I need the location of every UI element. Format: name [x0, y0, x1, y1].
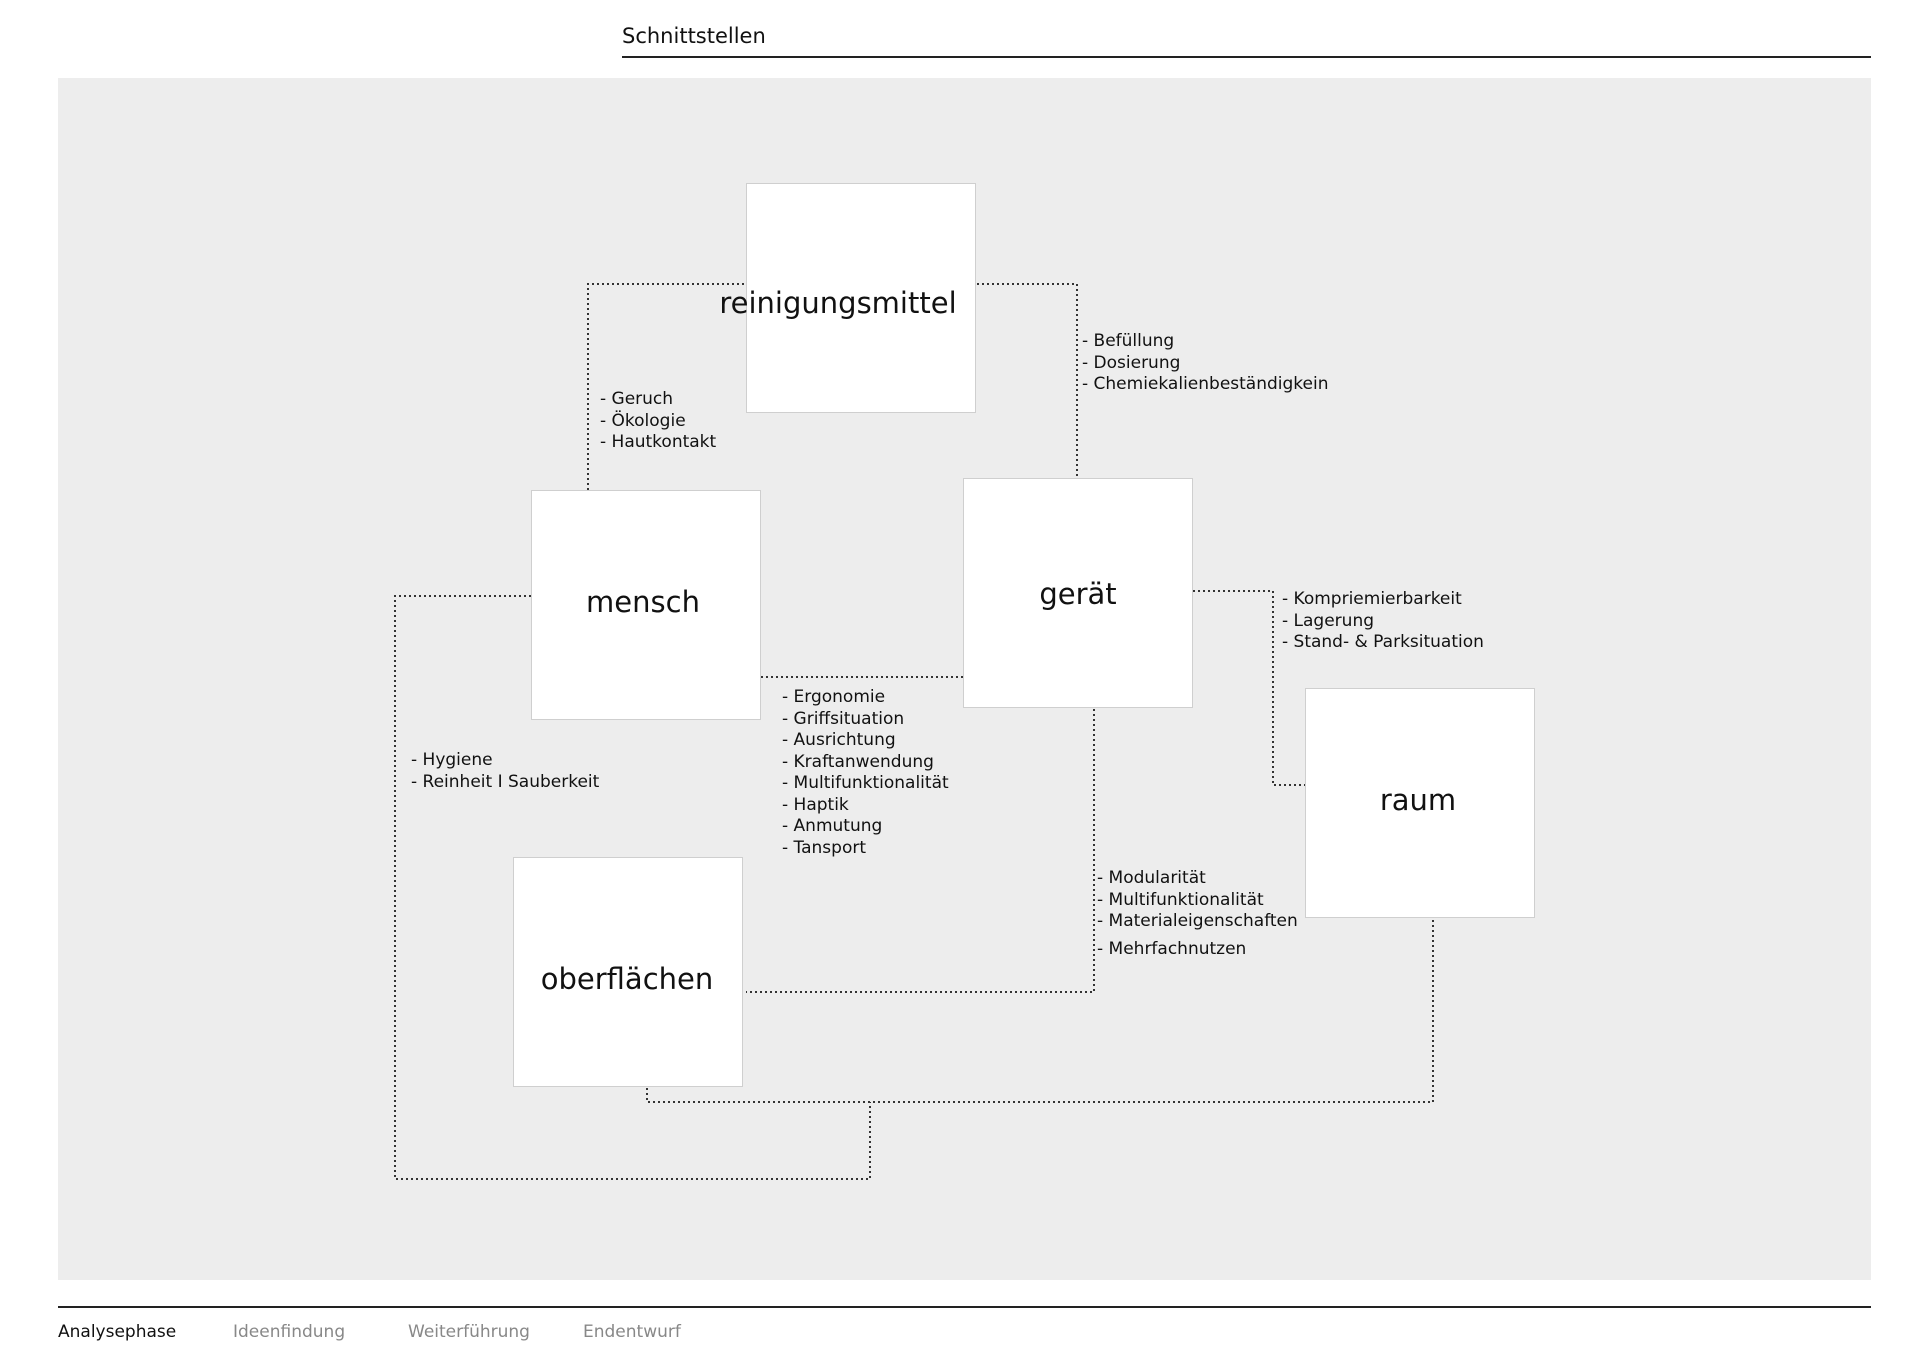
link-geraet-raum: [1193, 590, 1305, 786]
note-item: - Ausrichtung: [782, 730, 896, 750]
tab-analysephase[interactable]: Analysephase: [58, 1322, 177, 1342]
note-item: - Befüllung: [1082, 331, 1175, 351]
note-item: - Ökologie: [600, 410, 686, 431]
note-item: - Hautkontakt: [600, 432, 717, 452]
note-item: - Reinheit I Sauberkeit: [411, 771, 600, 792]
note-item: - Multifunktionalität: [1097, 889, 1264, 910]
note-item: - Dosierung: [1082, 352, 1181, 373]
note-item: - Ergonomie: [782, 687, 886, 707]
notes-geraet-oberflaechen: - Modularität - Multifunktionalität - Ma…: [1097, 868, 1298, 960]
note-item: - Chemiekalienbeständigkein: [1082, 374, 1329, 394]
label-oberflaechen: oberflächen: [540, 962, 714, 996]
note-item: - Stand- & Parksituation: [1282, 632, 1484, 652]
note-item: - Mehrfachnutzen: [1097, 938, 1247, 959]
note-item: - Anmutung: [782, 816, 883, 836]
notes-reinigungsmittel-geraet: - Befüllung - Dosierung - Chemiekalienbe…: [1082, 331, 1329, 396]
note-item: - Kraftanwendung: [782, 751, 934, 772]
page-title: Schnittstellen: [622, 24, 766, 48]
label-geraet: gerät: [1039, 577, 1117, 611]
note-item: - Modularität: [1097, 868, 1206, 888]
tab-weiterfuehrung[interactable]: Weiterführung: [408, 1322, 530, 1342]
label-raum: raum: [1379, 783, 1457, 817]
notes-mensch-reinigungsmittel: - Geruch - Ökologie - Hautkontakt: [600, 389, 716, 454]
node-raum: [1305, 688, 1535, 918]
node-oberflaechen: [513, 857, 743, 1087]
note-item: - Haptik: [782, 794, 849, 815]
note-item: - Geruch: [600, 389, 674, 409]
link-geraet-oberflaechen: [746, 709, 1095, 993]
note-item: - Multifunktionalität: [782, 773, 949, 793]
notes-mensch-oberflaechen: - Hygiene - Reinheit I Sauberkeit: [411, 750, 599, 793]
node-mensch: [531, 490, 761, 720]
tab-ideenfindung[interactable]: Ideenfindung: [233, 1322, 346, 1342]
footer-divider: [58, 1306, 1871, 1308]
label-mensch: mensch: [586, 585, 700, 619]
note-item: - Griffsituation: [782, 708, 905, 729]
notes-mensch-geraet: - Ergonomie - Griffsituation - Ausrichtu…: [782, 687, 949, 859]
note-item: - Lagerung: [1282, 610, 1375, 631]
tab-endentwurf[interactable]: Endentwurf: [583, 1322, 681, 1342]
note-item: - Hygiene: [411, 750, 493, 770]
node-geraet: [963, 478, 1193, 708]
note-item: - Kompriemierbarkeit: [1282, 589, 1462, 609]
notes-geraet-raum: - Kompriemierbarkeit - Lagerung - Stand-…: [1282, 589, 1484, 654]
link-mensch-reinigungsmittel: [587, 283, 746, 490]
node-reinigungsmittel: [746, 183, 976, 413]
link-reinigungsmittel-geraet: [977, 283, 1078, 478]
note-item: - Materialeigenschaften: [1097, 911, 1298, 931]
note-item: - Tansport: [782, 837, 867, 858]
link-mensch-oberflaechen: [394, 595, 871, 1180]
title-divider: [622, 56, 1871, 58]
link-oberflaechen-raum: [646, 918, 1434, 1103]
label-reinigungsmittel: reinigungsmittel: [719, 286, 957, 320]
